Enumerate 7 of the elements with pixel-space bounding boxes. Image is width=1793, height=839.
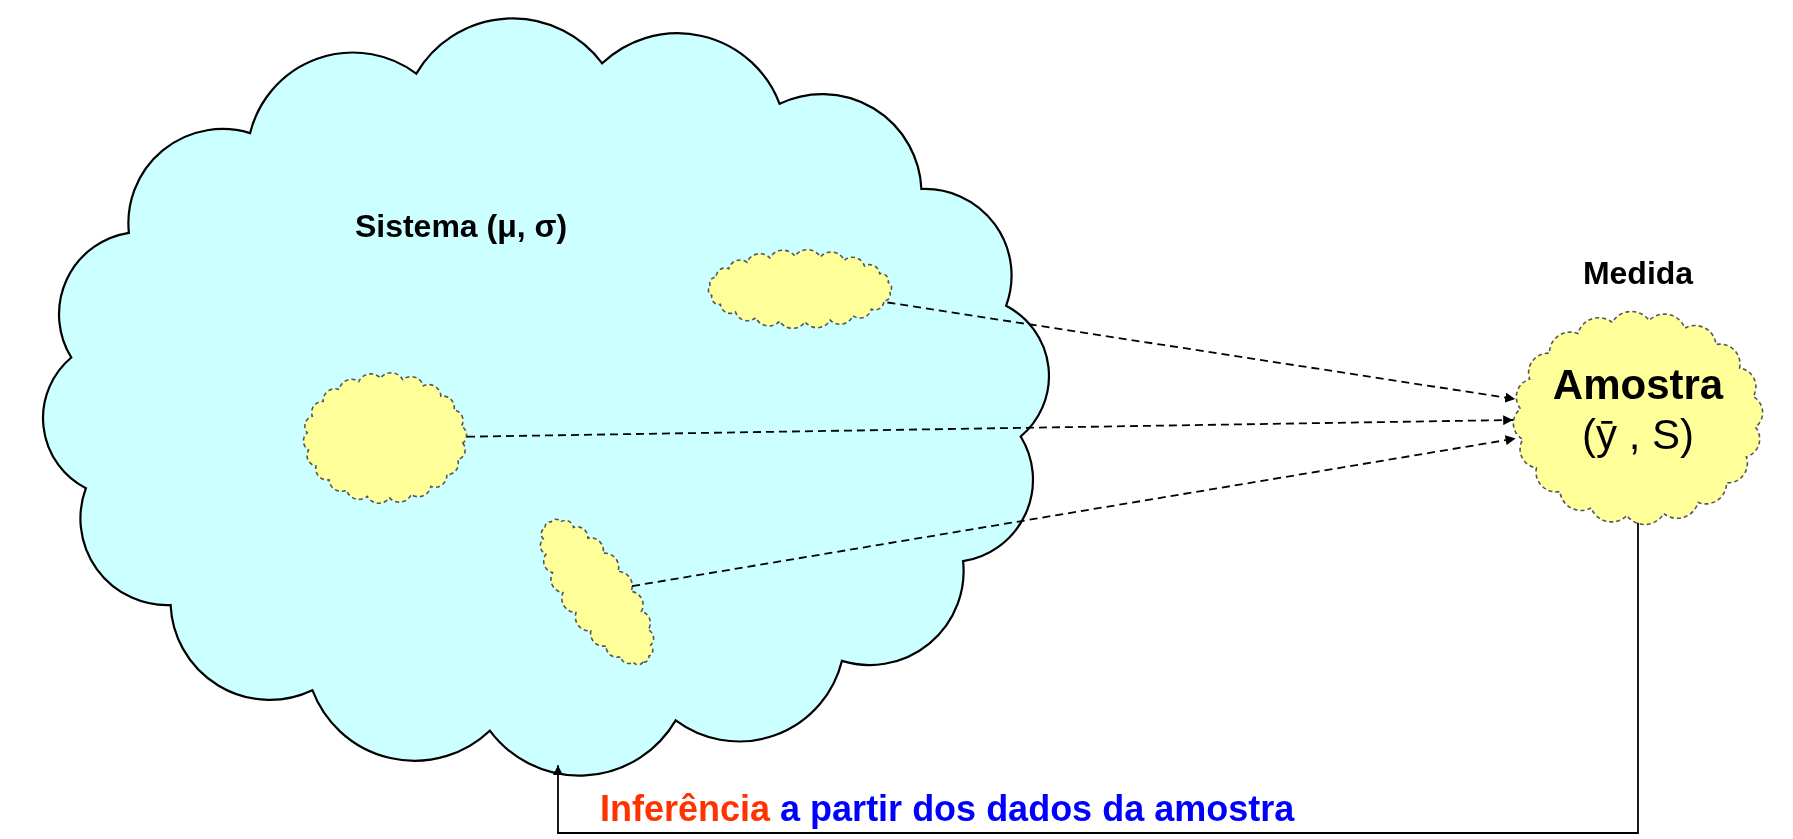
- cloud-label: Sistema (μ, σ): [353, 207, 569, 246]
- arrow: [466, 415, 1515, 438]
- arrow: [631, 435, 1517, 587]
- heading: Medida: [1581, 255, 1695, 292]
- cloud-label: Amostra (ȳ , S): [1551, 360, 1725, 460]
- arrow: [886, 301, 1517, 403]
- arrow: [553, 521, 1639, 834]
